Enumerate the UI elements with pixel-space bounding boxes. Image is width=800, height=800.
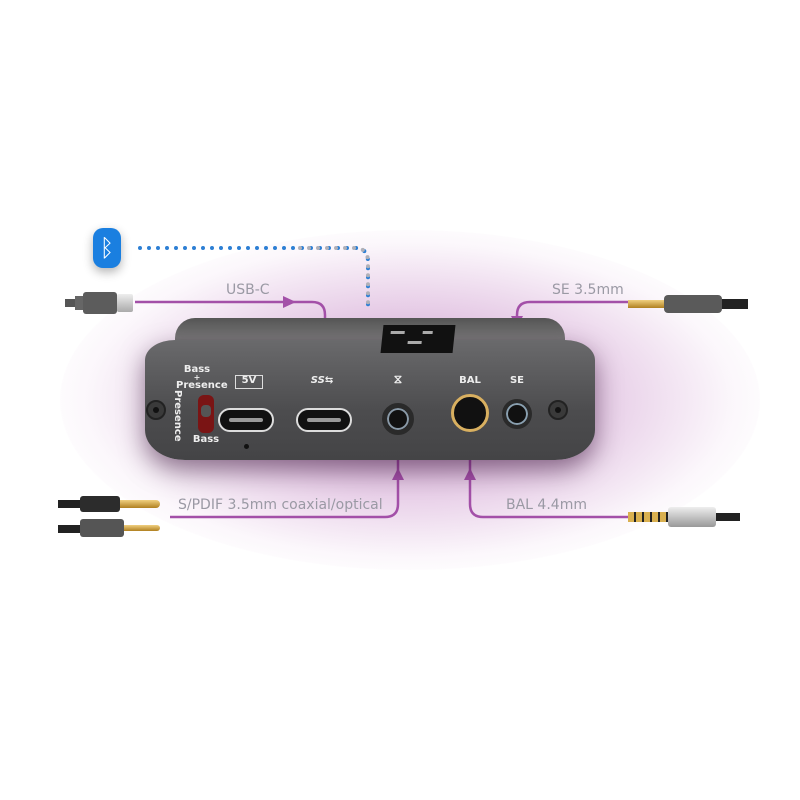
se-label: SE bbox=[509, 375, 525, 386]
display-screen bbox=[380, 325, 456, 353]
usb-c-cable bbox=[65, 292, 135, 314]
screw-left bbox=[146, 400, 166, 420]
bluetooth-icon: ᛒ bbox=[93, 228, 121, 268]
usb-c-power-port[interactable] bbox=[218, 408, 274, 432]
usb-icon: SS⇆ bbox=[310, 375, 334, 386]
caption-se: SE 3.5mm bbox=[552, 282, 624, 298]
caption-spdif: S/PDIF 3.5mm coaxial/optical bbox=[178, 497, 383, 513]
se-3.5mm-plug bbox=[628, 292, 748, 316]
screw-right bbox=[548, 400, 568, 420]
bal-4.4mm-jack[interactable] bbox=[451, 394, 489, 432]
caption-usb-c: USB-C bbox=[226, 282, 270, 298]
switch-label-top: Bass + Presence bbox=[176, 364, 228, 391]
caption-bal: BAL 4.4mm bbox=[506, 497, 587, 513]
switch-label-bottom: Bass bbox=[192, 434, 220, 445]
bal-label: BAL bbox=[459, 375, 481, 386]
se-3.5mm-jack[interactable] bbox=[502, 399, 532, 429]
indicator-led bbox=[244, 444, 249, 449]
bal-4.4mm-plug bbox=[628, 505, 740, 529]
spdif-icon: ⧖ bbox=[393, 372, 403, 386]
switch-label-side: Presence bbox=[172, 390, 183, 442]
usb-c-data-port[interactable] bbox=[296, 408, 352, 432]
spdif-jack[interactable] bbox=[382, 403, 414, 435]
bass-presence-switch[interactable] bbox=[198, 395, 214, 433]
spdif-plugs bbox=[58, 495, 170, 539]
battery-icon: 5V bbox=[235, 375, 263, 389]
